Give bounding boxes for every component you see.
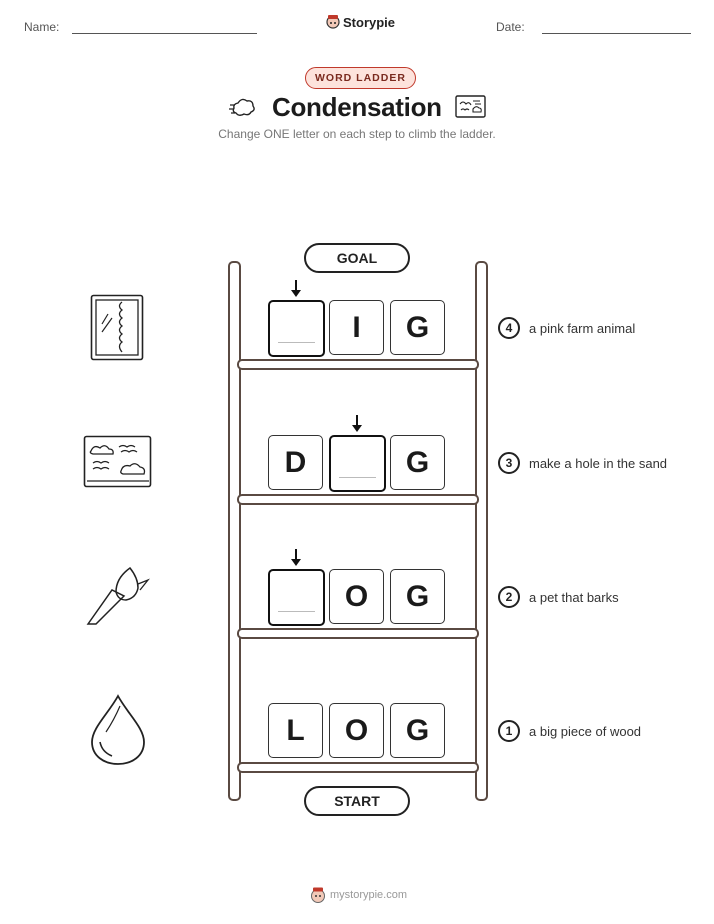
instructions: Change ONE letter on each step to climb … xyxy=(218,127,496,141)
water-drop-icon xyxy=(91,694,145,765)
ladder-rung xyxy=(237,494,479,505)
step-number: 3 xyxy=(498,452,520,474)
arrow-down-icon xyxy=(291,280,301,297)
letter-blank-input[interactable] xyxy=(268,300,325,357)
steam-icon xyxy=(229,98,255,116)
step-number: 1 xyxy=(498,720,520,742)
page-title: Condensation xyxy=(272,92,442,122)
storypie-mascot-icon xyxy=(326,15,340,29)
footer-url[interactable]: mystorypie.com xyxy=(330,889,408,901)
arrow-down-icon xyxy=(352,415,362,432)
letter-tile: O xyxy=(329,703,384,758)
letter-blank-input[interactable] xyxy=(268,569,325,626)
ladder-rung xyxy=(237,628,479,639)
cloud-card-small-icon xyxy=(455,95,486,118)
letter-blank-input[interactable] xyxy=(329,435,386,492)
step-number: 4 xyxy=(498,317,520,339)
ladder-rung xyxy=(237,762,479,773)
arrow-down-icon xyxy=(291,549,301,566)
clue-text: a pink farm animal xyxy=(529,321,636,336)
letter-tile: D xyxy=(268,435,323,490)
ladder-rung xyxy=(237,359,479,370)
start-label: START xyxy=(304,786,410,816)
brand-logo: Storypie xyxy=(326,14,395,30)
goal-label: GOAL xyxy=(304,243,410,273)
cloud-card-icon xyxy=(83,435,152,488)
letter-tile: G xyxy=(390,703,445,758)
word-ladder-badge: WORD LADDER xyxy=(305,67,416,89)
ladder-left-rail xyxy=(228,261,241,801)
step-number: 2 xyxy=(498,586,520,608)
clue-text: make a hole in the sand xyxy=(529,456,668,471)
date-label: Date: xyxy=(496,20,525,34)
ladder-right-rail xyxy=(475,261,488,801)
letter-tile: I xyxy=(329,300,384,355)
date-field[interactable] xyxy=(542,33,691,34)
storypie-mascot-icon xyxy=(311,887,325,903)
clue-text: a big piece of wood xyxy=(529,724,642,739)
letter-tile: L xyxy=(268,703,323,758)
window-steam-icon xyxy=(90,294,144,361)
name-label: Name: xyxy=(24,20,60,34)
footer: mystorypie.com xyxy=(310,886,407,904)
letter-tile: G xyxy=(390,569,445,624)
name-field[interactable] xyxy=(72,33,257,34)
letter-tile: G xyxy=(390,300,445,355)
brand-name: Storypie xyxy=(343,14,396,30)
letter-tile: G xyxy=(390,435,445,490)
letter-tile: O xyxy=(329,569,384,624)
bird-icon xyxy=(86,566,150,625)
clue-text: a pet that barks xyxy=(529,590,619,605)
